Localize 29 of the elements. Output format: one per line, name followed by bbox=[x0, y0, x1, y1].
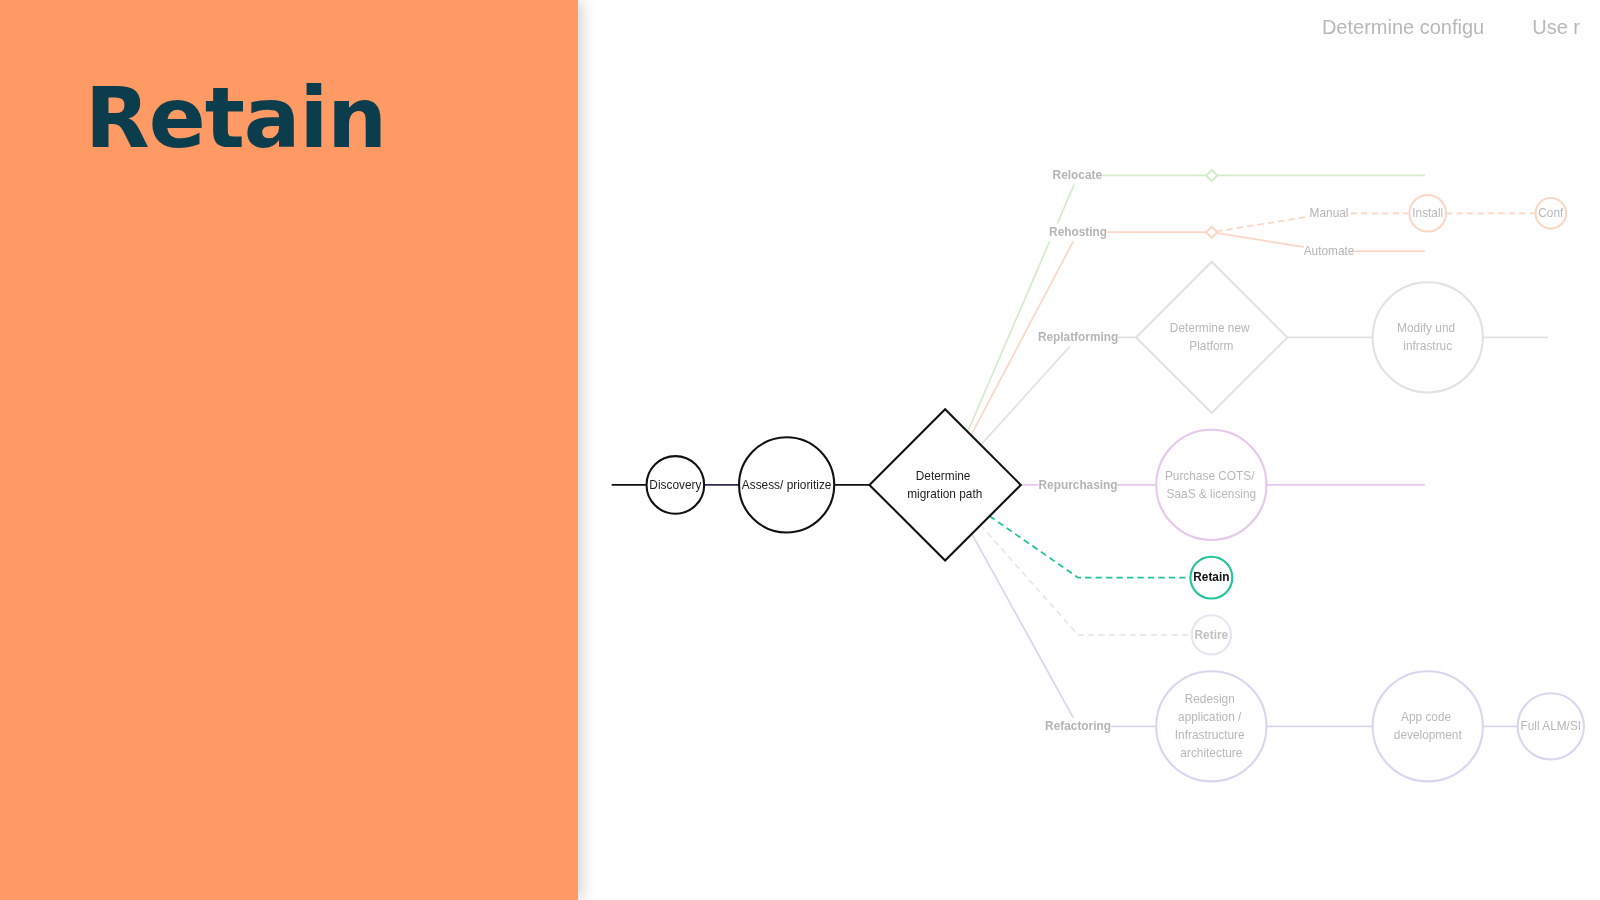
connector bbox=[1216, 174, 1426, 177]
edge-label: Relocate bbox=[1052, 168, 1103, 182]
node-circle: Redesign application / Infrastructure architecture bbox=[1155, 670, 1268, 783]
station-label: Determine configu bbox=[1321, 16, 1485, 39]
node-diamond: Determine migration path bbox=[867, 407, 1023, 563]
node-circle: Modify und infrastruc bbox=[1371, 281, 1484, 394]
node-diamond bbox=[1204, 225, 1219, 240]
node-circle: Assess/ prioritize bbox=[738, 436, 836, 534]
edge-label: Replatforming bbox=[1037, 330, 1119, 344]
edge-label: Repurchasing bbox=[1038, 478, 1118, 492]
node-circle: Full ALM/SI bbox=[1516, 692, 1585, 761]
slide-title: Retain bbox=[85, 72, 387, 165]
node-circle: Conf bbox=[1534, 196, 1568, 230]
node-circle: Purchase COTS/ SaaS & licensing bbox=[1155, 428, 1268, 542]
node-circle: Install bbox=[1408, 193, 1448, 233]
station-label: Use r bbox=[1532, 16, 1580, 39]
connector bbox=[703, 484, 740, 486]
edge-label: Manual bbox=[1309, 206, 1349, 220]
node-circle: Retire bbox=[1190, 614, 1232, 656]
node-circle: App code development bbox=[1371, 670, 1484, 783]
edge-label: Automate bbox=[1303, 244, 1355, 258]
node-diamond bbox=[1204, 168, 1219, 183]
node-circle: Discovery bbox=[645, 455, 706, 515]
node-circle: Retain bbox=[1189, 555, 1234, 600]
edge-label: Refactoring bbox=[1045, 719, 1111, 733]
edge-label: Rehosting bbox=[1049, 225, 1108, 239]
connector bbox=[970, 231, 1207, 437]
node-diamond: Determine new Platform bbox=[1134, 260, 1289, 415]
connector bbox=[966, 174, 1207, 433]
